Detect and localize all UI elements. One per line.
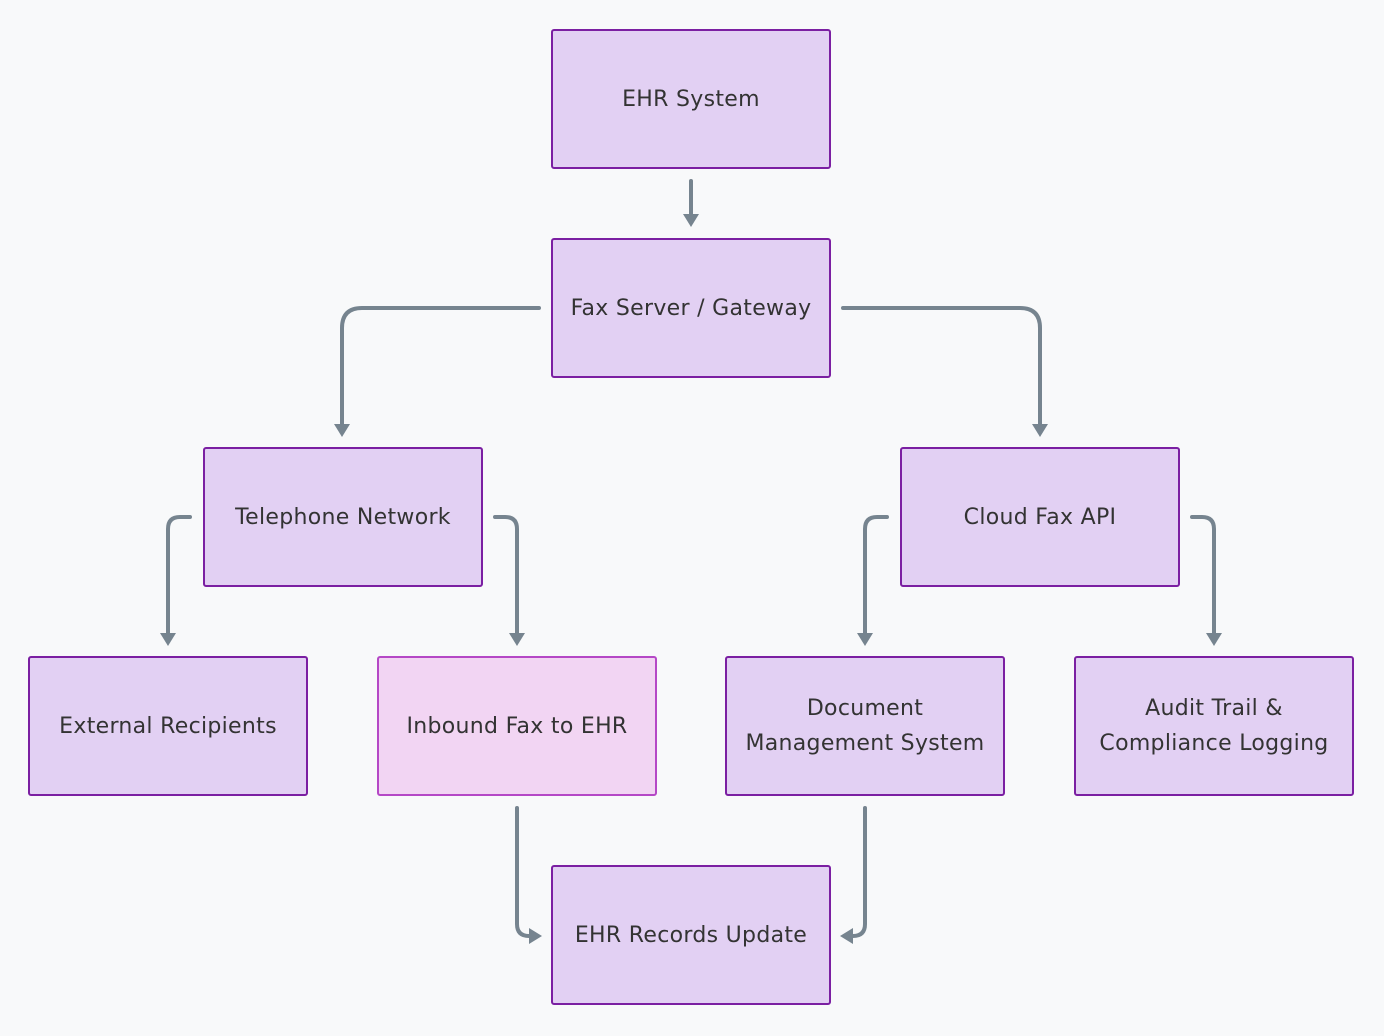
node-inbound-fax-to-ehr[interactable]: Inbound Fax to EHR [377, 656, 657, 796]
node-fax-server-gateway[interactable]: Fax Server / Gateway [551, 238, 831, 378]
node-audit-trail-compliance-logging[interactable]: Audit Trail & Compliance Logging [1074, 656, 1354, 796]
edge-document-to-records [840, 806, 867, 944]
node-external-recipients[interactable]: External Recipients [28, 656, 308, 796]
edge-gateway-to-cloud [841, 306, 1048, 437]
node-ehr-records-update[interactable]: EHR Records Update [551, 865, 831, 1005]
edge-ehr-to-gateway [683, 179, 699, 227]
edge-cloud-to-audit [1190, 515, 1222, 646]
edge-inbound-to-records [515, 806, 542, 944]
edge-gateway-to-telephone [334, 306, 541, 437]
edge-telephone-to-inbound [493, 515, 525, 646]
edge-cloud-to-document [857, 515, 889, 646]
node-ehr-system[interactable]: EHR System [551, 29, 831, 169]
node-telephone-network[interactable]: Telephone Network [203, 447, 483, 587]
node-cloud-fax-api[interactable]: Cloud Fax API [900, 447, 1180, 587]
edge-telephone-to-external [160, 515, 192, 646]
node-document-management-system[interactable]: Document Management System [725, 656, 1005, 796]
